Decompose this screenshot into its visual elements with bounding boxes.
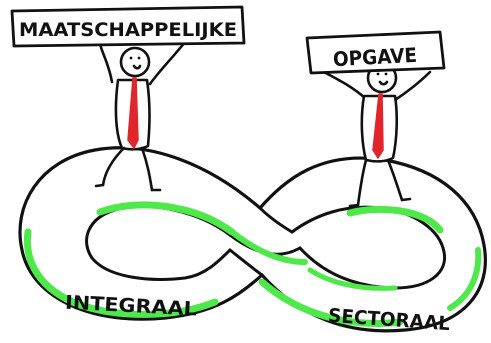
loop-label-right: SECTORAAL xyxy=(327,305,450,335)
sign-left-text: MAATSCHAPPELIJKE xyxy=(19,19,237,41)
infinity-cross-strand-3 xyxy=(258,206,294,234)
green-highlights xyxy=(23,201,482,327)
loop-label-left: INTEGRAAL xyxy=(64,292,197,321)
sign-left: MAATSCHAPPELIJKE xyxy=(10,5,246,48)
infinity-right-hole xyxy=(290,205,447,290)
sign-right-text: OPGAVE xyxy=(332,43,417,71)
stick-figure-left-icon xyxy=(94,40,187,192)
infinity-cross-strand-1 xyxy=(228,248,264,277)
stick-figure-right-icon xyxy=(318,62,432,208)
infinity-loop-icon xyxy=(18,146,487,333)
sign-right: OPGAVE xyxy=(305,30,446,75)
